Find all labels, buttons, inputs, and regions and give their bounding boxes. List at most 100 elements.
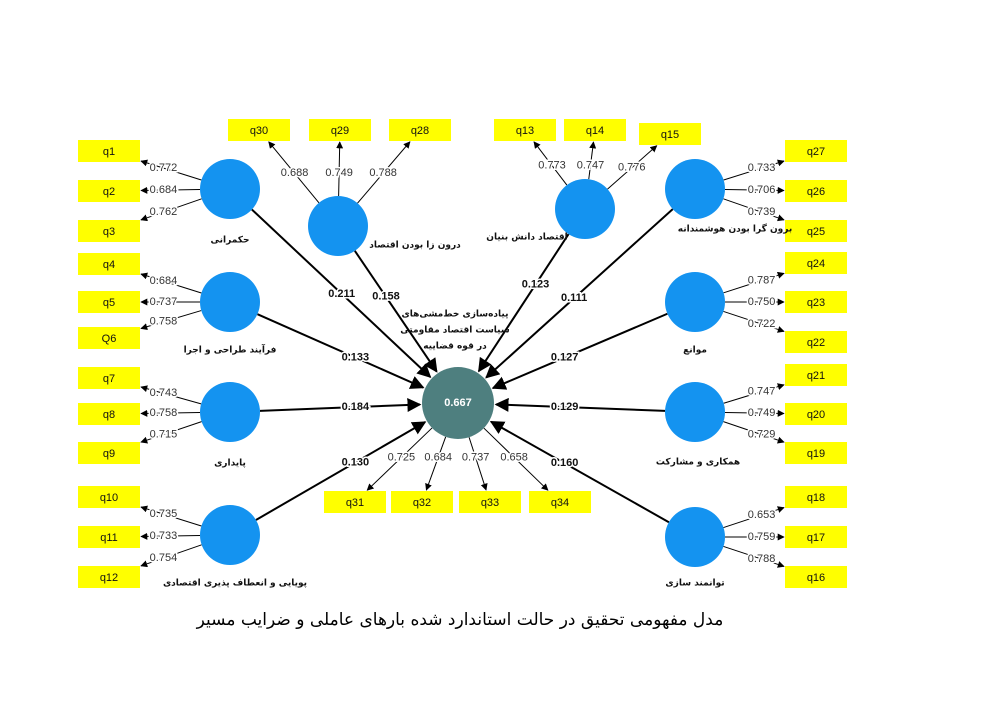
- path-arrow: [485, 208, 674, 379]
- loading-arrow: [140, 385, 202, 405]
- path-arrow: [259, 398, 422, 412]
- indicator-label: q5: [103, 297, 115, 309]
- loading-arrow: [140, 186, 201, 194]
- indicator-box: [494, 119, 556, 141]
- loading-arrow: [588, 141, 597, 180]
- loading-arrow: [607, 145, 658, 190]
- endogenous-label: سیاست اقتصاد مقاومتی: [400, 326, 510, 336]
- path-coefficient: 0.158: [372, 291, 400, 303]
- construct-node: [665, 159, 725, 219]
- factor-loading: 0.737: [462, 451, 490, 463]
- indicator-label: q27: [807, 146, 825, 158]
- indicator-box: [78, 442, 140, 464]
- indicator-box: [78, 566, 140, 588]
- indicator-box: [324, 491, 386, 513]
- path-coefficient: 0.184: [342, 401, 370, 413]
- loading-arrow: [140, 505, 202, 527]
- path-coefficient: 0.127: [551, 351, 579, 363]
- indicator-box: [391, 491, 453, 513]
- factor-loading: 0.706: [748, 184, 776, 196]
- indicator-box: [228, 119, 290, 141]
- loading-arrow: [724, 186, 785, 194]
- factor-loading: 0.737: [150, 296, 178, 308]
- indicator-box: [785, 331, 847, 353]
- factor-loading: 0.758: [150, 316, 178, 328]
- loading-arrow: [723, 506, 785, 529]
- construct-node: [308, 196, 368, 256]
- loading-arrow: [723, 159, 785, 181]
- loading-arrow: [140, 272, 202, 294]
- indicator-box: [309, 119, 371, 141]
- path-arrow: [477, 233, 570, 373]
- indicator-box: [78, 327, 140, 349]
- path-coefficient: 0.133: [342, 351, 370, 363]
- indicator-label: q22: [807, 337, 825, 349]
- path-arrow: [255, 421, 427, 521]
- loading-arrow: [268, 141, 320, 204]
- factor-loading: 0.787: [748, 274, 776, 286]
- loading-arrow: [140, 310, 202, 331]
- loading-arrow: [366, 427, 433, 491]
- factor-loading: 0.733: [150, 530, 178, 542]
- indicator-label: q12: [100, 572, 118, 584]
- construct-label: پایداری: [214, 459, 246, 469]
- endogenous-node: [422, 367, 494, 439]
- indicator-label: q21: [807, 370, 825, 382]
- factor-loading: 0.776: [618, 162, 646, 174]
- indicator-label: q33: [481, 497, 499, 509]
- loading-arrow: [336, 141, 344, 197]
- path-arrow: [257, 313, 425, 389]
- factor-loading: 0.733: [748, 162, 776, 174]
- factor-loading: 0.725: [388, 451, 416, 463]
- factor-loading: 0.747: [748, 386, 776, 398]
- indicator-label: q15: [661, 129, 679, 141]
- indicator-box: [785, 526, 847, 548]
- endogenous-label: پیاده‌سازی خط‌مشی‌های: [402, 310, 509, 320]
- construct-node: [200, 159, 260, 219]
- indicator-box: [78, 253, 140, 275]
- path-coefficient: 0.211: [328, 288, 355, 300]
- indicator-label: q9: [103, 448, 115, 460]
- factor-loading: 0.739: [748, 206, 776, 218]
- indicator-label: q31: [346, 497, 364, 509]
- indicator-label: q32: [413, 497, 431, 509]
- indicator-box: [564, 119, 626, 141]
- indicator-label: q26: [807, 186, 825, 198]
- loading-arrow: [140, 421, 202, 444]
- indicator-label: q20: [807, 409, 825, 421]
- indicator-box: [459, 491, 521, 513]
- factor-loading: 0.715: [150, 428, 178, 440]
- indicator-box: [389, 119, 451, 141]
- path-coefficient: 0.111: [561, 292, 587, 304]
- indicator-box: [78, 291, 140, 313]
- construct-node: [200, 272, 260, 332]
- indicator-label: q17: [807, 532, 825, 544]
- indicator-label: q19: [807, 448, 825, 460]
- factor-loading: 0.750: [748, 296, 776, 308]
- loading-arrow: [140, 532, 201, 540]
- r-squared-value: 0.667: [444, 397, 472, 409]
- path-arrow: [494, 397, 666, 412]
- indicator-label: q30: [250, 125, 268, 137]
- factor-loading: 0.747: [577, 159, 605, 171]
- indicator-box: [78, 140, 140, 162]
- indicator-label: q2: [103, 186, 115, 198]
- indicator-box: [78, 403, 140, 425]
- factor-loading: 0.653: [748, 509, 776, 521]
- factor-loading: 0.658: [500, 451, 528, 463]
- indicator-box: [785, 442, 847, 464]
- loading-arrow: [483, 427, 549, 491]
- indicator-label: q13: [516, 125, 534, 137]
- indicator-box: [785, 364, 847, 386]
- indicator-box: [785, 486, 847, 508]
- path-arrow: [489, 420, 670, 524]
- loading-arrow: [468, 437, 488, 491]
- indicator-box: [785, 403, 847, 425]
- endogenous-label: در قوه قضاییه: [423, 342, 487, 352]
- indicator-box: [639, 123, 701, 145]
- factor-loading: 0.729: [748, 428, 776, 440]
- indicator-label: q24: [807, 258, 825, 270]
- indicator-label: q7: [103, 373, 115, 385]
- path-arrow: [354, 250, 438, 373]
